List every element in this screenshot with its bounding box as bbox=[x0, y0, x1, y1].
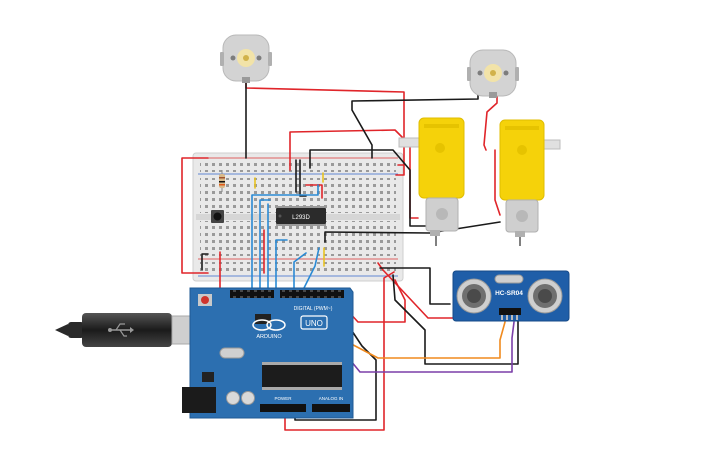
wire-black-gearmotor-right bbox=[324, 221, 501, 243]
ic-label: L293D bbox=[292, 215, 310, 221]
dc-motor-left[interactable] bbox=[220, 34, 272, 83]
atmega-chip bbox=[262, 365, 342, 387]
gear-motor-left[interactable] bbox=[398, 117, 465, 246]
usb-plug-icon bbox=[108, 323, 134, 337]
wire-black-sensor-gnd bbox=[379, 267, 451, 305]
wire-red-digital bbox=[346, 279, 406, 323]
ultrasonic-sensor[interactable]: HC-SR04 bbox=[452, 270, 570, 322]
reset-button[interactable] bbox=[201, 296, 209, 304]
wire-black-motor-right bbox=[351, 92, 479, 159]
wire-blue-1 bbox=[251, 184, 319, 289]
gear-motor-icon bbox=[516, 210, 528, 222]
model-label: UNO bbox=[305, 319, 323, 328]
wire-blue-6 bbox=[301, 247, 320, 293]
gear-motor-icon bbox=[436, 208, 448, 220]
brand-label: ARDUINO bbox=[256, 334, 282, 340]
arduino-uno-board[interactable]: DIGITAL (PWM~) ARDUINO UNO POWER ANALOG … bbox=[182, 287, 354, 419]
wire-black-gearmotor-left bbox=[309, 149, 437, 227]
wire-blue-2 bbox=[259, 199, 271, 289]
dc-motor-right[interactable] bbox=[467, 49, 519, 98]
power-jack bbox=[182, 387, 216, 413]
wire-blue-5 bbox=[293, 252, 307, 291]
push-button[interactable] bbox=[211, 210, 224, 223]
wire-red-rail-link bbox=[181, 157, 209, 274]
analog-header-label: ANALOG IN bbox=[319, 396, 344, 401]
dc-motor-icon bbox=[237, 49, 255, 67]
motor-driver-ic[interactable]: L293D bbox=[276, 206, 326, 226]
terminal-strip-bottom bbox=[200, 221, 396, 256]
usb-cable[interactable] bbox=[55, 313, 199, 347]
wire-red-ic-power bbox=[305, 184, 323, 199]
digital-header-label: DIGITAL (PWM~) bbox=[294, 306, 333, 312]
power-rail-holes-top bbox=[200, 160, 396, 172]
wire-black-ic bbox=[299, 159, 307, 197]
arduino-logo: ARDUINO bbox=[252, 319, 286, 340]
resistor[interactable] bbox=[219, 170, 225, 192]
wire-black-rail bbox=[201, 253, 209, 271]
gear-motor-right[interactable] bbox=[499, 119, 561, 246]
power-header-label: POWER bbox=[274, 396, 292, 401]
wire-black-sensor-echo-gnd bbox=[392, 274, 519, 365]
wire-blue-4 bbox=[275, 239, 288, 289]
sensor-label: HC-SR04 bbox=[495, 290, 523, 297]
wire-red-motor-right bbox=[483, 95, 498, 151]
wire-red-gearmotor-right bbox=[494, 149, 501, 216]
dc-motor-icon bbox=[484, 64, 502, 82]
power-rail-holes-bottom bbox=[200, 262, 396, 274]
